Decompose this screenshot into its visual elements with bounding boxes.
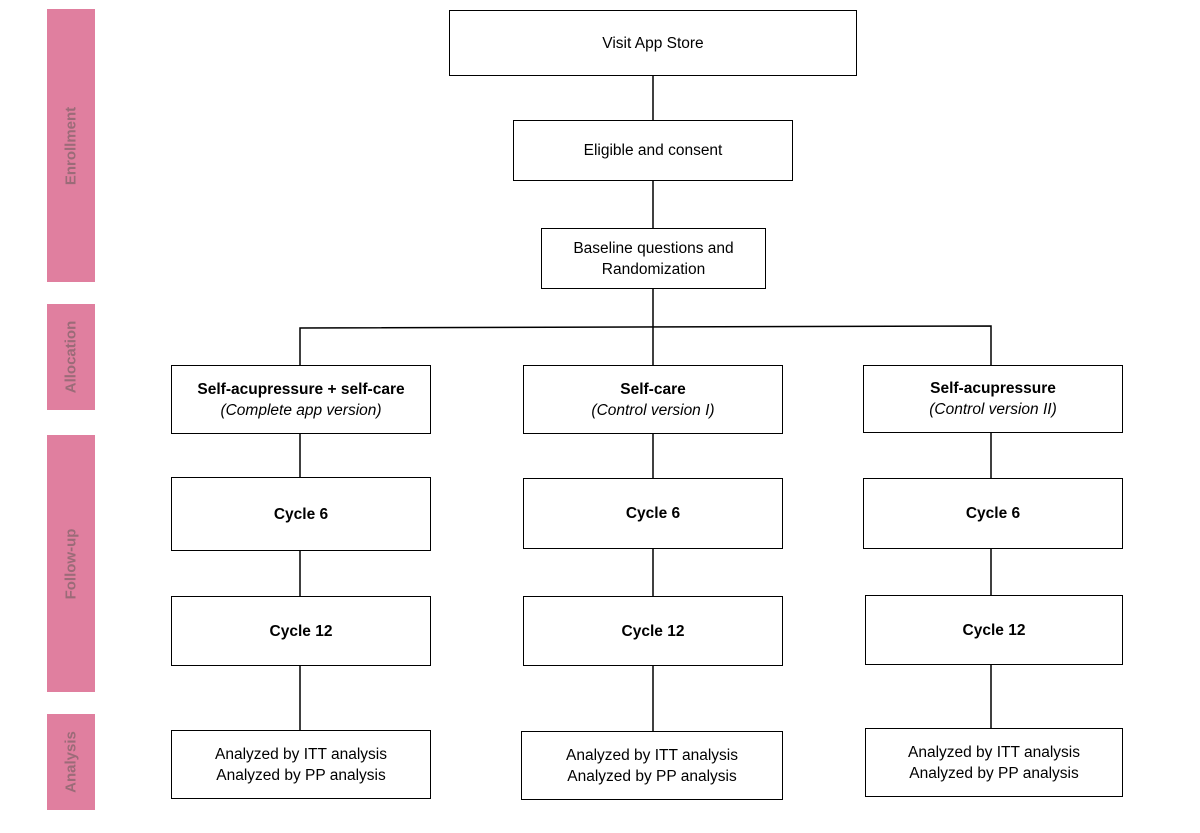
phase-band-allocation: Allocation: [47, 304, 95, 410]
arm1-allocation-box: Self-acupressure + self-care (Complete a…: [171, 365, 431, 434]
arm2-analysis-box: Analyzed by ITT analysis Analyzed by PP …: [521, 731, 783, 800]
arm2-analysis-itt: Analyzed by ITT analysis: [565, 746, 738, 764]
arm1-subtitle: (Complete app version): [220, 401, 382, 419]
arm3-analysis-itt: Analyzed by ITT analysis: [907, 743, 1080, 761]
arm3-cycle12-text: Cycle 12: [962, 621, 1026, 639]
arm3-cycle6-text: Cycle 6: [965, 505, 1021, 522]
arm3-analysis-box: Analyzed by ITT analysis Analyzed by PP …: [865, 728, 1123, 797]
arm2-cycle12-box: Cycle 12: [523, 596, 783, 666]
arm3-title: Self-acupressure: [930, 380, 1056, 397]
connector-allocation-split: [299, 325, 992, 365]
arm1-cycle6-box: Cycle 6: [171, 477, 431, 551]
arm3-allocation-box: Self-acupressure (Control version II): [863, 365, 1123, 433]
visit-app-store-text: Visit App Store: [602, 34, 704, 52]
baseline-randomization-box: Baseline questions and Randomization: [541, 228, 766, 289]
arm2-cycle6-box: Cycle 6: [523, 478, 783, 549]
arm2-allocation-box: Self-care (Control version I): [523, 365, 783, 434]
arm3-cycle12-box: Cycle 12: [865, 595, 1123, 665]
baseline-text-line2: Randomization: [601, 260, 706, 278]
arm2-title: Self-care: [620, 380, 686, 398]
phase-band-follow-up: Follow-up: [47, 435, 95, 692]
arm2-cycle6-text: Cycle 6: [625, 505, 681, 522]
phase-band-enrollment: Enrollment: [47, 9, 95, 282]
eligible-consent-text: Eligible and consent: [583, 142, 723, 159]
arm2-cycle12-text: Cycle 12: [621, 622, 685, 640]
arm1-analysis-itt: Analyzed by ITT analysis: [214, 745, 387, 763]
visit-app-store-box: Visit App Store: [449, 10, 857, 76]
arm1-cycle6-text: Cycle 6: [273, 505, 329, 523]
phase-band-analysis: Analysis: [47, 714, 95, 810]
arm1-analysis-box: Analyzed by ITT analysis Analyzed by PP …: [171, 730, 431, 799]
eligible-consent-box: Eligible and consent: [513, 120, 793, 181]
arm1-analysis-pp: Analyzed by PP analysis: [216, 766, 386, 784]
arm1-cycle12-text: Cycle 12: [269, 622, 333, 640]
arm1-cycle12-box: Cycle 12: [171, 596, 431, 666]
arm2-analysis-pp: Analyzed by PP analysis: [567, 767, 737, 785]
arm3-analysis-pp: Analyzed by PP analysis: [909, 764, 1079, 782]
arm3-subtitle: (Control version II): [929, 401, 1057, 418]
arm3-cycle6-box: Cycle 6: [863, 478, 1123, 549]
arm1-title: Self-acupressure + self-care: [197, 380, 405, 398]
baseline-text-line1: Baseline questions and: [573, 239, 734, 257]
arm2-subtitle: (Control version I): [591, 401, 715, 419]
